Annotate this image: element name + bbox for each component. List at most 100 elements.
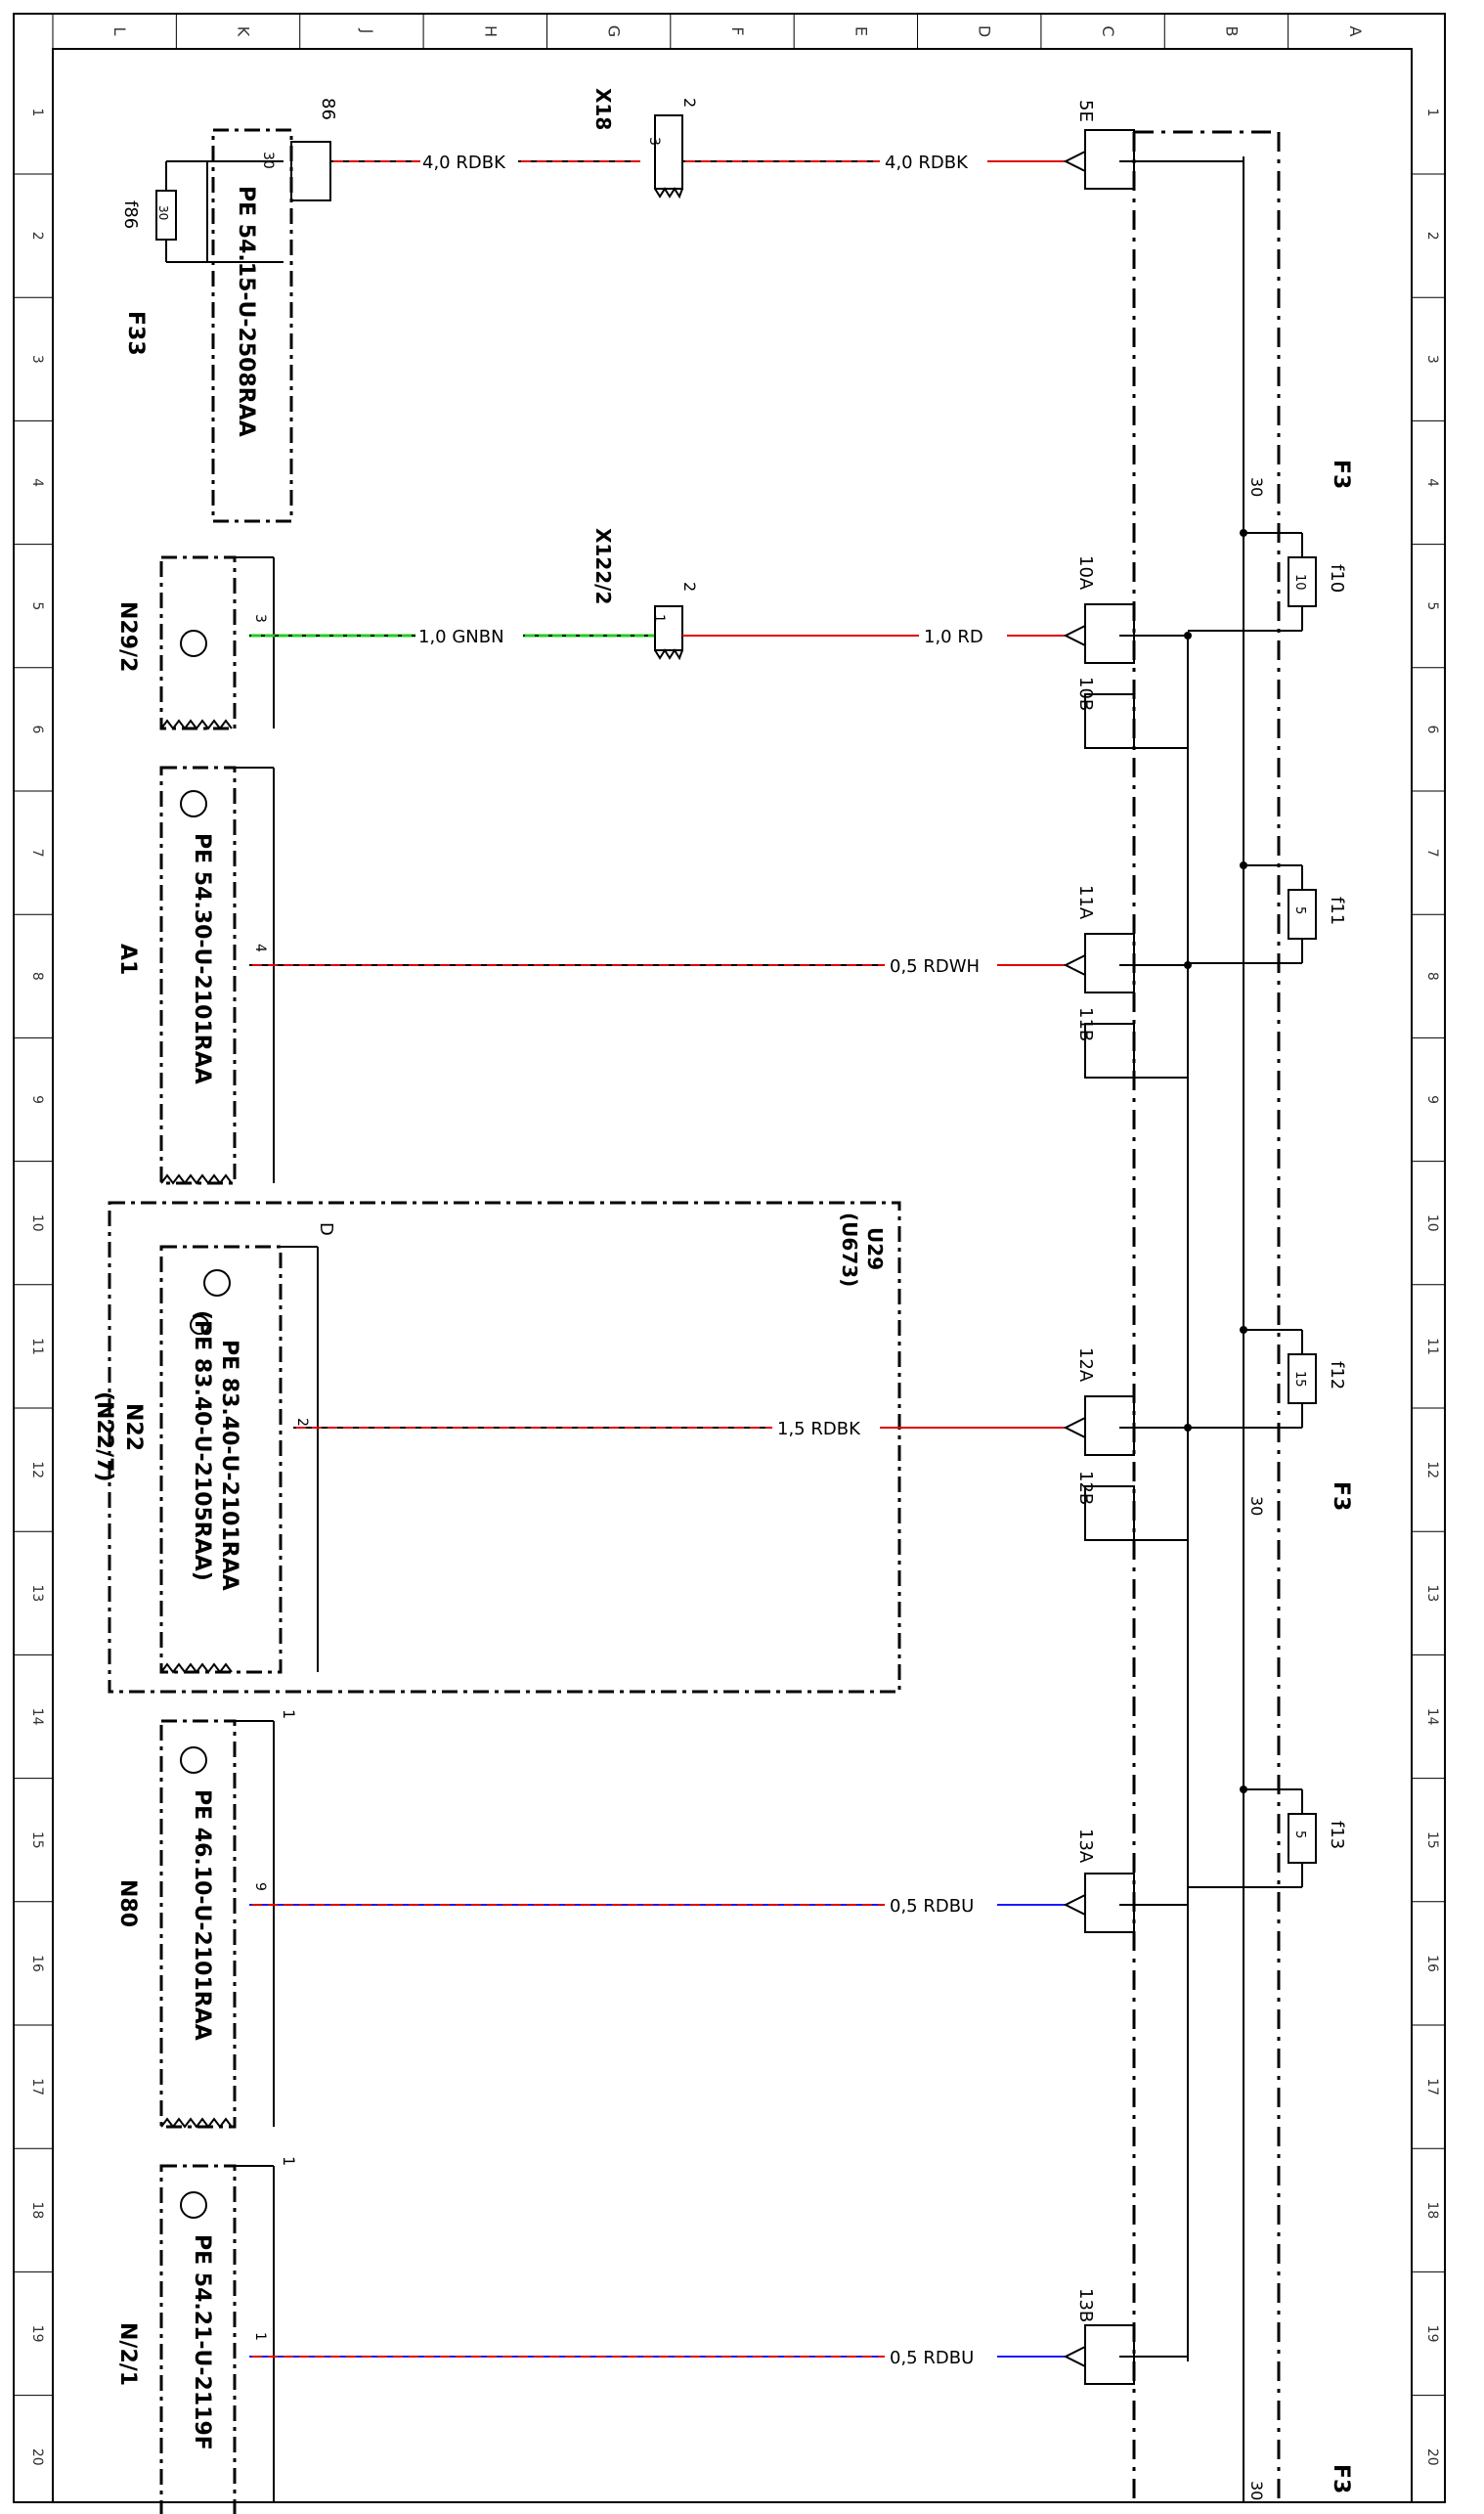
fuse-rating: 10 — [1292, 574, 1307, 591]
grid-row-label: 6 — [29, 726, 45, 734]
grid-col-label: K — [235, 26, 253, 37]
pin-label: 1 — [252, 2332, 268, 2341]
component-label-n80: N80 — [115, 1879, 140, 1927]
grid-col-label: E — [851, 26, 870, 36]
grid-row-label: 20 — [29, 2448, 45, 2466]
component-label-a1: A1 — [115, 944, 140, 975]
grid-row-label: 18 — [29, 2201, 45, 2219]
grid-row-label: 13 — [1424, 1584, 1440, 1602]
grid-row-label: 8 — [1424, 972, 1440, 981]
component-label-f33: F33 — [123, 311, 148, 356]
pin-label: 3 — [646, 137, 662, 146]
circuit-n2 — [159, 2164, 275, 2514]
grid-row-label: 4 — [29, 478, 45, 487]
component-label-n22-7: (N22/7) — [92, 1391, 116, 1481]
pin-label-5e: 5E — [1075, 100, 1096, 122]
pin-label-10b: 10B — [1075, 677, 1096, 711]
module-ref-n22-alt: (PE 83.40-U-2105RAA) — [190, 1310, 214, 1581]
component-label-n29: N29/2 — [115, 601, 140, 672]
pin-label: 4 — [252, 944, 268, 952]
grid-col-label: J — [358, 28, 376, 34]
grid-row-label: 5 — [1424, 601, 1440, 610]
c-pin-terminal — [1063, 2324, 1188, 2385]
grid-col-label: L — [110, 27, 129, 36]
c-pin-terminal — [1063, 129, 1188, 190]
fuse-label: f10 — [1327, 564, 1347, 593]
grid-row-label: 15 — [29, 1831, 45, 1849]
pin-label: 1 — [280, 2156, 298, 2166]
c-pin-terminal — [1063, 933, 1192, 1079]
pin-label: 1 — [651, 614, 667, 623]
grid-row-label: 16 — [1424, 1955, 1440, 1972]
grid-row-label: 7 — [1424, 849, 1440, 858]
grid-row-label: 9 — [29, 1095, 45, 1104]
grid-row-label: 11 — [29, 1338, 45, 1355]
module-ref-f33: PE 54.15-U-2508RAA — [234, 186, 258, 437]
component-label-u29: U29 — [863, 1227, 887, 1270]
grid-row-label: 11 — [1424, 1338, 1440, 1355]
grid-col-label: H — [481, 25, 500, 37]
grid-row-label: 13 — [29, 1584, 45, 1602]
wire-label: 1,0 RD — [924, 627, 983, 647]
grid-row-label: 18 — [1424, 2201, 1440, 2219]
fuse-label: f11 — [1327, 897, 1347, 925]
wire-label: 1,0 GNBN — [418, 627, 504, 647]
module-ref-n2: PE 54.21-U-2119F — [190, 2234, 214, 2450]
pin-label: 1 — [280, 1709, 298, 1719]
grid-row-label: 15 — [1424, 1831, 1440, 1849]
grid-row-label: 10 — [1424, 1214, 1440, 1232]
circuit-f33 — [155, 128, 331, 523]
pin-label-10a: 10A — [1075, 555, 1096, 591]
wire-label: 0,5 RDBU — [890, 2348, 974, 2368]
grid-row-label: 19 — [1424, 2325, 1440, 2343]
grid-col-label: A — [1346, 26, 1365, 37]
pin-label: 2 — [294, 1418, 310, 1427]
grid-col-label: C — [1099, 25, 1117, 36]
grid-row-label: 19 — [29, 2325, 45, 2343]
circuit-n29 — [159, 555, 275, 730]
grid-row-label: 10 — [29, 1214, 45, 1232]
bus-label-30: 30 — [1247, 2481, 1266, 2500]
pin-label: 30 — [260, 152, 276, 169]
circuit-u29 — [108, 1201, 901, 1694]
grid-row-label: 17 — [1424, 2078, 1440, 2095]
bus-label-30: 30 — [1247, 1496, 1266, 1516]
c-pin-terminal — [1063, 1395, 1192, 1541]
pin-label: 3 — [252, 614, 268, 623]
wire-label: 4,0 RDBK — [885, 153, 969, 173]
grid-row-label: 3 — [29, 355, 45, 364]
grid-col-label: D — [976, 25, 994, 37]
grid-row-label: 20 — [1424, 2448, 1440, 2466]
module-ref-n80: PE 46.10-U-2101RAA — [190, 1789, 214, 2041]
pin-label-11a: 11A — [1075, 885, 1096, 920]
grid-col-label: F — [728, 26, 747, 35]
c-pin-terminal — [1063, 603, 1192, 749]
component-label-x122: X122/2 — [591, 528, 615, 604]
fuse-rating: 15 — [1292, 1371, 1307, 1388]
grid-row-label: 12 — [29, 1461, 45, 1478]
pin-label: 9 — [252, 1882, 268, 1891]
grid-row-label: 2 — [1424, 232, 1440, 241]
grid-row-label: 16 — [29, 1955, 45, 1972]
grid-col-label: B — [1222, 26, 1241, 37]
fuse-rating: 30 — [156, 205, 170, 220]
pin-label: 86 — [318, 98, 338, 120]
wire-label: 4,0 RDBK — [422, 153, 506, 173]
bus-label-30: 30 — [1247, 477, 1266, 497]
grid-row-label: 6 — [1424, 726, 1440, 734]
component-label-x18: X18 — [591, 88, 615, 130]
diagram-frame — [13, 13, 1446, 2503]
grid-row-label: 9 — [1424, 1095, 1440, 1104]
connector-c-pins — [1063, 129, 1244, 2385]
module-ref-n22: PE 83.40-U-2101RAA — [217, 1340, 241, 1591]
grid-row-label: 2 — [29, 232, 45, 241]
grid-row-label: 7 — [29, 849, 45, 858]
module-ref-a1: PE 54.30-U-2101RAA — [190, 833, 214, 1084]
pin-label-11b: 11B — [1075, 1007, 1096, 1041]
grid-row-label: 17 — [29, 2078, 45, 2095]
fuse-label-f86: f86 — [120, 200, 141, 229]
